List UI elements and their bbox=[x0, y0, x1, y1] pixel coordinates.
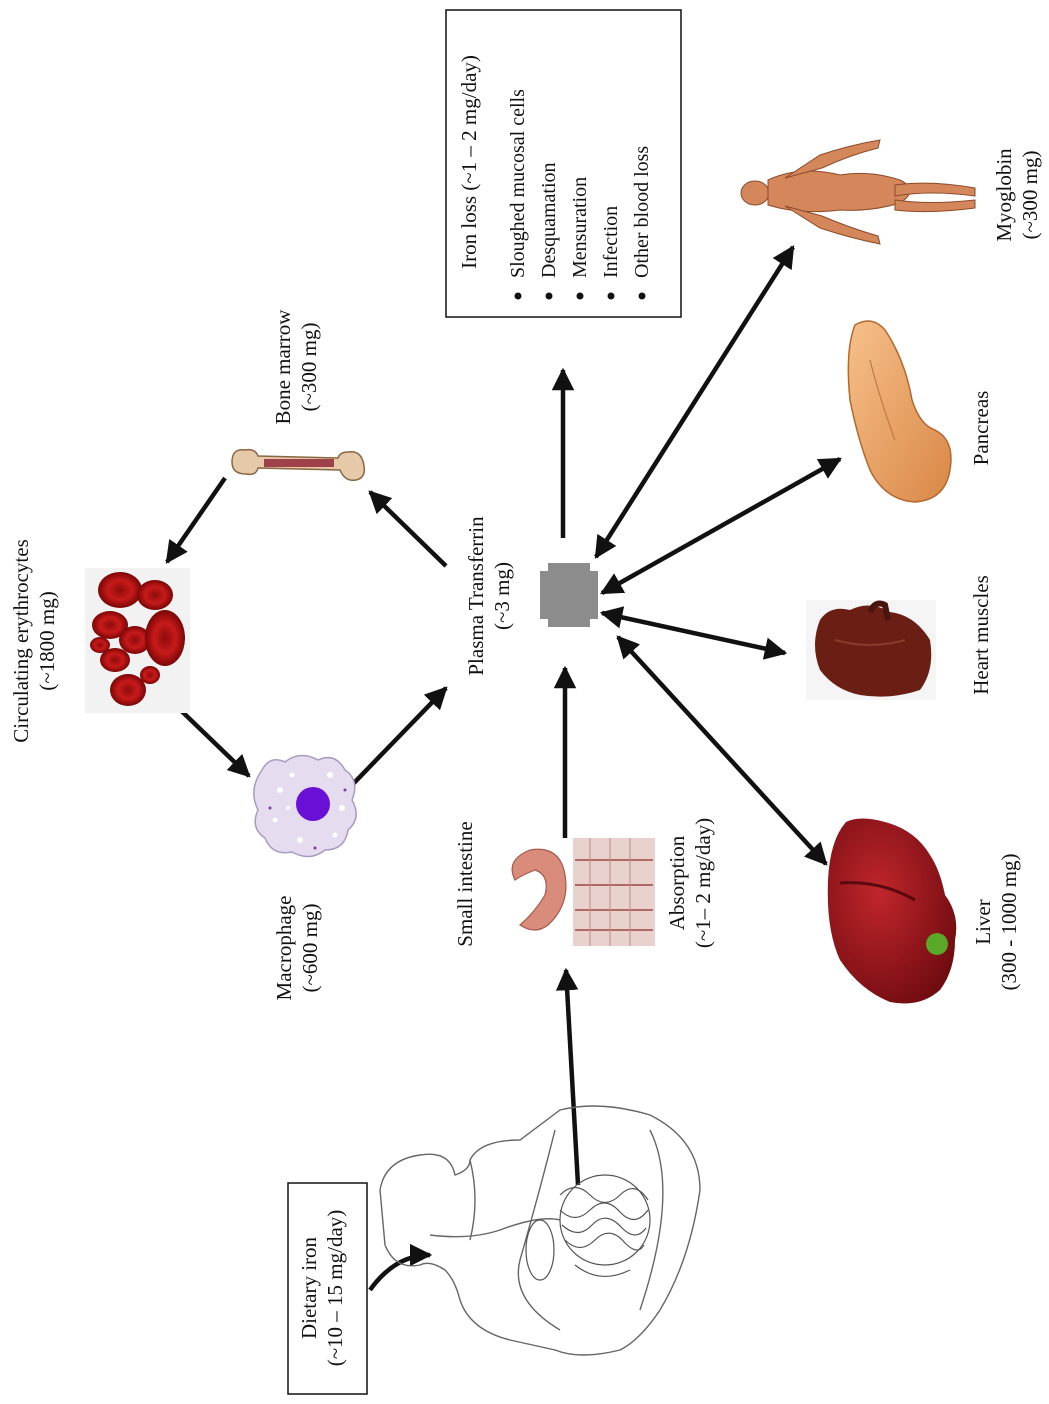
svg-text:Plasma Transferrin: Plasma Transferrin bbox=[464, 516, 488, 676]
macrophage-label: Macrophage (~600 mg) bbox=[272, 896, 322, 1001]
bone-marrow-label: Bone marrow (~300 mg) bbox=[271, 309, 321, 425]
liver-illustration bbox=[828, 819, 957, 1004]
svg-text:(~3 mg): (~3 mg) bbox=[490, 562, 514, 630]
svg-text:Pancreas: Pancreas bbox=[969, 391, 993, 466]
arrow-diet-to-body bbox=[370, 1255, 430, 1290]
bone-marrow-illustration bbox=[232, 450, 364, 481]
svg-text:Small intestine: Small intestine bbox=[453, 821, 477, 946]
pancreas-label: Pancreas bbox=[969, 391, 993, 466]
iron-loss-item: Other blood loss bbox=[631, 146, 653, 300]
arrow-transferrin-liver bbox=[618, 637, 826, 864]
iron-loss-item: Desquamation bbox=[538, 162, 560, 299]
arrow-bone-marrow-to-erythrocytes bbox=[167, 478, 225, 562]
svg-text:(~10 – 15 mg/day): (~10 – 15 mg/day) bbox=[323, 1210, 347, 1367]
svg-text:Infection: Infection bbox=[600, 206, 622, 278]
heart-illustration bbox=[806, 600, 936, 700]
svg-text:Bone marrow: Bone marrow bbox=[271, 309, 295, 425]
svg-text:Sloughed mucosal cells: Sloughed mucosal cells bbox=[507, 89, 529, 278]
heart-label: Heart muscles bbox=[969, 575, 993, 695]
svg-text:Absorption: Absorption bbox=[665, 835, 689, 930]
svg-text:Desquamation: Desquamation bbox=[538, 162, 560, 278]
iron-loss-title: Iron loss (~1 – 2 mg/day) bbox=[457, 55, 481, 269]
svg-text:Iron loss (~1 – 2 mg/day): Iron loss (~1 – 2 mg/day) bbox=[457, 55, 481, 269]
muscle-figure-illustration bbox=[741, 140, 975, 244]
absorption-label: Absorption (~1– 2 mg/day) bbox=[665, 818, 715, 948]
plasma-transferrin-label: Plasma Transferrin (~3 mg) bbox=[464, 516, 514, 676]
liver-label: Liver (300 - 1000 mg) bbox=[971, 853, 1021, 990]
svg-text:(~1800 mg): (~1800 mg) bbox=[35, 591, 59, 690]
macrophage-illustration bbox=[254, 755, 356, 856]
svg-text:Macrophage: Macrophage bbox=[272, 896, 296, 1001]
svg-text:(~600 mg): (~600 mg) bbox=[298, 904, 322, 993]
svg-text:(~300 mg): (~300 mg) bbox=[1018, 151, 1042, 240]
erythrocytes-illustration bbox=[85, 568, 190, 713]
arrow-transferrin-to-bone-marrow bbox=[370, 492, 446, 566]
iron-loss-item: Sloughed mucosal cells bbox=[507, 89, 529, 300]
svg-text:Dietary iron: Dietary iron bbox=[297, 1236, 321, 1339]
svg-text:(300 - 1000 mg): (300 - 1000 mg) bbox=[997, 853, 1021, 990]
svg-text:Myoglobin: Myoglobin bbox=[992, 148, 1016, 242]
svg-text:(~300 mg): (~300 mg) bbox=[297, 323, 321, 412]
plasma-transferrin-shape bbox=[540, 563, 598, 627]
body-sketch-illustration bbox=[380, 1106, 700, 1355]
svg-text:(~1– 2 mg/day): (~1– 2 mg/day) bbox=[691, 818, 715, 948]
pancreas-illustration bbox=[848, 321, 951, 502]
arrow-body-to-intestine bbox=[566, 970, 578, 1185]
erythrocytes-label: Circulating erythrocytes (~1800 mg) bbox=[9, 539, 59, 743]
myoglobin-label: Myoglobin (~300 mg) bbox=[992, 148, 1042, 242]
svg-text:Heart muscles: Heart muscles bbox=[969, 575, 993, 695]
svg-text:Other blood loss: Other blood loss bbox=[631, 146, 653, 278]
arrow-macrophage-to-transferrin bbox=[352, 688, 446, 785]
small-intestine-label: Small intestine bbox=[453, 821, 477, 946]
arrow-transferrin-pancreas bbox=[602, 459, 840, 593]
svg-text:Liver: Liver bbox=[971, 899, 995, 944]
svg-text:Circulating erythrocytes: Circulating erythrocytes bbox=[9, 539, 33, 743]
small-intestine-illustration bbox=[512, 838, 655, 946]
svg-text:Mensuration: Mensuration bbox=[569, 177, 591, 278]
